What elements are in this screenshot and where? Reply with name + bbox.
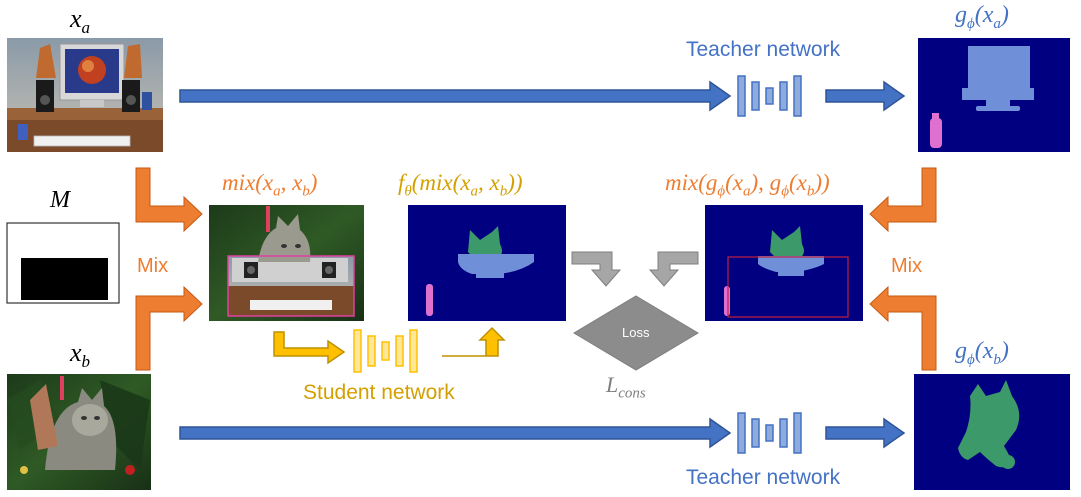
- teacher-flow-bottom: [179, 412, 906, 454]
- label-xa: xa: [70, 4, 91, 38]
- teacher-flow-top: [179, 75, 906, 117]
- label-teacher-a-out: gϕ(xa): [955, 2, 1009, 32]
- label-mix-right: Mix: [891, 255, 923, 277]
- label-teacher-b-out: gϕ(xb): [955, 338, 1009, 368]
- mask-image: [6, 222, 120, 304]
- mix-arrows-right: [869, 167, 937, 371]
- label-mix-teacher: mix(gϕ(xa), gϕ(xb)): [665, 170, 830, 200]
- label-student-pred: fθ(mix(xa, xb)): [398, 170, 523, 200]
- photo-mixed-cat-desk: [209, 205, 364, 321]
- label-mask: M: [50, 187, 70, 213]
- label-xb: xb: [70, 338, 91, 372]
- label-mix-left: Mix: [137, 255, 169, 277]
- label-l-cons: Lcons: [606, 372, 646, 402]
- mix-arrows-left: [135, 167, 203, 371]
- label-student-network: Student network: [303, 381, 455, 404]
- label-teacher-network-top: Teacher network: [686, 38, 841, 61]
- loss-label: Loss: [622, 325, 650, 340]
- label-mix-inputs: mix(xa, xb): [222, 170, 318, 200]
- loss-diamond: [573, 295, 699, 371]
- seg-teacher-b: [914, 374, 1070, 490]
- seg-teacher-mixed: [705, 205, 863, 321]
- seg-student-prediction: [408, 205, 566, 321]
- seg-teacher-a: [918, 38, 1070, 152]
- label-teacher-network-bottom: Teacher network: [686, 466, 841, 489]
- photo-cat-christmas-tree: [7, 374, 151, 490]
- loss-arrows: [571, 251, 699, 287]
- photo-desk-computer: [7, 38, 163, 152]
- student-flow: [273, 326, 506, 373]
